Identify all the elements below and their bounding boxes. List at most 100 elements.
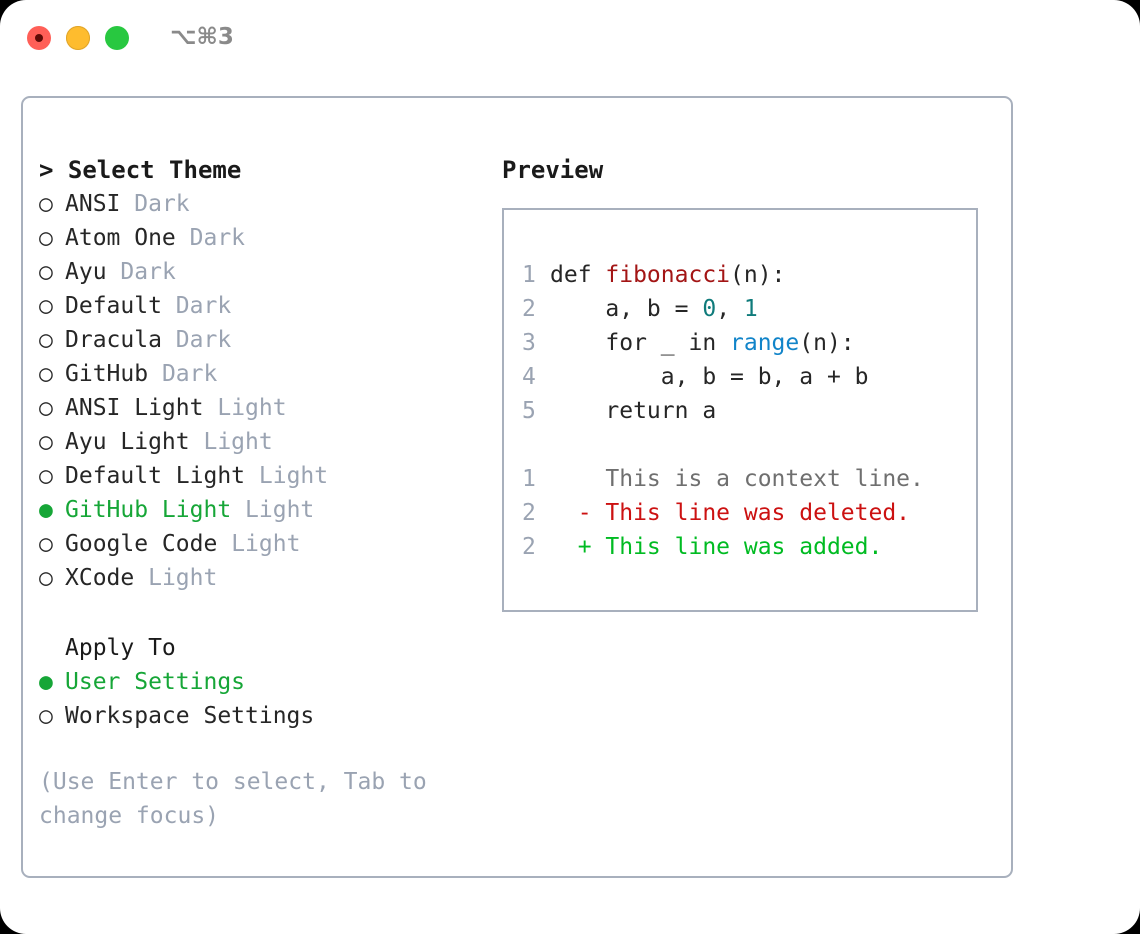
theme-name: GitHub [65, 361, 149, 387]
zoom-button[interactable] [105, 26, 129, 50]
theme-list-item[interactable]: ○ Ayu Light Light [39, 425, 479, 459]
code-line: 2 a, b = 0, 1 [522, 292, 976, 326]
code-token: a, b = [550, 296, 703, 322]
preview-heading: Preview [502, 156, 604, 184]
theme-kind-label: Light [245, 497, 315, 523]
radio-unselected-icon: ○ [39, 191, 53, 217]
dialog-panel: > Select Theme ○ANSI Dark○Atom One Dark○… [21, 96, 1013, 878]
theme-name: Dracula [65, 327, 162, 353]
code-line: 5 return a [522, 394, 976, 428]
radio-unselected-icon: ○ [39, 259, 53, 285]
theme-name: Google Code [65, 531, 218, 557]
select-theme-title: Select Theme [67, 156, 242, 184]
keyboard-shortcut-label: ⌥⌘3 [170, 24, 234, 50]
radio-unselected-icon: ○ [39, 463, 53, 489]
theme-kind-label: Dark [175, 327, 232, 353]
diff-line-number: 1 [522, 466, 536, 492]
radio-unselected-icon: ○ [39, 293, 53, 319]
code-token: 1 [743, 296, 758, 322]
theme-name: Default Light [65, 463, 246, 489]
theme-kind-label: Light [203, 429, 273, 455]
code-line-number: 1 [522, 262, 536, 288]
theme-name: Ayu [65, 259, 107, 285]
radio-unselected-icon: ○ [39, 395, 53, 421]
theme-name: Ayu Light [65, 429, 190, 455]
code-token: (n): [730, 262, 786, 288]
theme-list-item[interactable]: ○Atom One Dark [39, 221, 479, 255]
apply-to-option[interactable]: ● User Settings [39, 665, 479, 699]
apply-to-heading: Apply To [65, 635, 176, 661]
theme-list-item[interactable]: ○ Default Light Light [39, 459, 479, 493]
theme-list-item[interactable]: ○XCode Light [39, 561, 479, 595]
code-line-number: 5 [522, 398, 536, 424]
theme-list-item[interactable]: ○ Dracula Dark [39, 323, 479, 357]
code-line: 1 def fibonacci(n): [522, 258, 976, 292]
theme-list-item[interactable]: ○ ANSI Light Light [39, 391, 479, 425]
radio-selected-icon: ● [39, 497, 53, 523]
radio-unselected-icon: ○ [39, 531, 53, 557]
diff-line-number: 2 [522, 534, 536, 560]
radio-unselected-icon: ○ [39, 327, 53, 353]
theme-kind-label: Dark [134, 191, 190, 217]
theme-kind-label: Light [258, 463, 329, 489]
theme-kind-label: Dark [175, 293, 232, 319]
diff-line: 2 + This line was added. [522, 530, 976, 564]
radio-unselected-icon: ○ [39, 429, 53, 455]
select-theme-heading: > Select Theme [39, 153, 479, 187]
diff-line: 2 - This line was deleted. [522, 496, 976, 530]
radio-unselected-icon: ○ [39, 225, 53, 251]
apply-to-label: User Settings [65, 669, 246, 695]
diff-line-added: + This line was added. [550, 534, 883, 560]
diff-line-context: This is a context line. [550, 466, 924, 492]
minimize-button[interactable] [66, 26, 90, 50]
theme-kind-label: Light [217, 395, 287, 421]
apply-to-label: Workspace Settings [65, 703, 315, 729]
code-line: 3 for _ in range(n): [522, 326, 976, 360]
diff-line-deleted: - This line was deleted. [550, 500, 911, 526]
code-token: def [550, 262, 606, 288]
theme-name: XCode [65, 565, 135, 591]
code-line: 4 a, b = b, a + b [522, 360, 976, 394]
radio-selected-icon: ● [39, 669, 53, 695]
code-token: (n): [799, 330, 855, 356]
diff-line: 1 This is a context line. [522, 462, 976, 496]
theme-list-item[interactable]: ○Default Dark [39, 289, 479, 323]
code-token: , [716, 296, 744, 322]
theme-list-item[interactable]: ○ Google Code Light [39, 527, 479, 561]
apply-to-list: ● User Settings ○ Workspace Settings [39, 665, 479, 733]
theme-list-item[interactable]: ○ ANSI Dark [39, 187, 479, 221]
code-token: a, b = b, a + b [550, 364, 869, 390]
prompt-caret: > [39, 156, 68, 184]
spacer [39, 595, 479, 631]
theme-list: ○ANSI Dark○Atom One Dark○Ayu Dark○Defaul… [39, 187, 479, 595]
theme-kind-label: Light [231, 531, 301, 557]
radio-unselected-icon: ○ [39, 565, 53, 591]
radio-unselected-icon: ○ [39, 703, 53, 729]
radio-unselected-icon: ○ [39, 361, 53, 387]
code-token: fibonacci [605, 262, 731, 288]
code-diff-spacer [522, 428, 976, 462]
code-line-number: 4 [522, 364, 536, 390]
theme-list-item[interactable]: ● GitHub Light Light [39, 493, 479, 527]
theme-name: ANSI [65, 191, 121, 217]
code-token: return a [550, 398, 717, 424]
theme-list-item[interactable]: ○Ayu Dark [39, 255, 479, 289]
theme-kind-label: Dark [161, 361, 218, 387]
theme-name: ANSI Light [65, 395, 204, 421]
theme-selector-column: > Select Theme ○ANSI Dark○Atom One Dark○… [39, 153, 479, 833]
close-button[interactable] [27, 26, 51, 50]
apply-to-option[interactable]: ○ Workspace Settings [39, 699, 479, 733]
window-controls [27, 26, 129, 50]
code-token: range [730, 330, 800, 356]
diff-line-number: 2 [522, 500, 536, 526]
code-token: 0 [702, 296, 717, 322]
theme-name: GitHub Light [65, 497, 232, 523]
keyboard-hint: (Use Enter to select, Tab to change focu… [39, 769, 427, 829]
diff-sample: 1 This is a context line.2 - This line w… [522, 462, 976, 564]
code-token: for _ in [550, 330, 731, 356]
code-line-number: 3 [522, 330, 536, 356]
theme-list-item[interactable]: ○ GitHub Dark [39, 357, 479, 391]
